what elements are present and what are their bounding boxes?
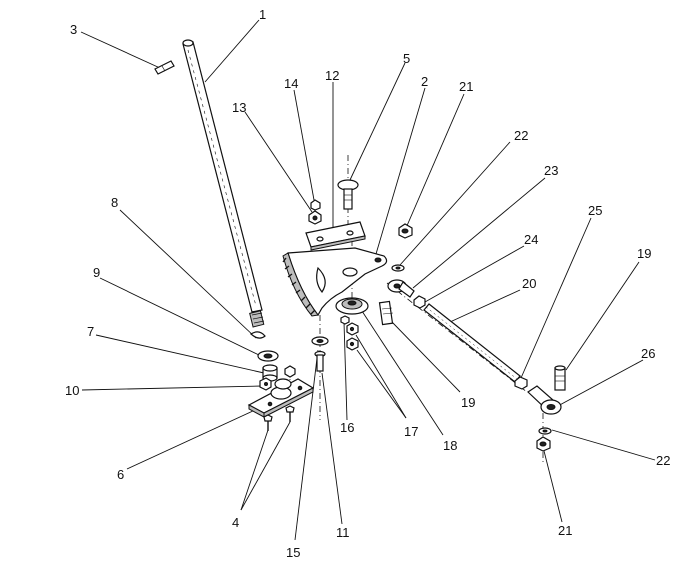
callout-24: 24	[524, 232, 538, 247]
stud-part-19-upper	[378, 300, 394, 326]
callout-14: 14	[284, 76, 298, 91]
callout-16: 16	[340, 420, 354, 435]
callout-12: 12	[325, 68, 339, 83]
pin-part-3	[154, 60, 175, 75]
washer-part-15	[311, 336, 329, 346]
callout-6: 6	[117, 467, 124, 482]
callout-20: 20	[522, 276, 536, 291]
callout-10: 10	[65, 383, 79, 398]
callout-9: 9	[93, 265, 100, 280]
callout-8: 8	[111, 195, 118, 210]
washer-part-22-lower	[538, 427, 552, 435]
clip-part-8	[249, 331, 266, 339]
nut-part-13	[308, 210, 322, 225]
shaft-part-1	[182, 39, 265, 328]
bolts-part-4	[263, 405, 295, 431]
rod-end-part-26	[527, 385, 562, 415]
nuts-part-17	[346, 322, 359, 351]
callout-labels: 1 3 5 12 14 2 21 13 22 23 8 25 24 19 9 2…	[65, 7, 670, 560]
bushing-part-7	[262, 364, 278, 382]
callout-21: 21	[459, 79, 473, 94]
callout-4: 4	[232, 515, 239, 530]
washer-part-9	[257, 350, 279, 362]
callout-22: 22	[656, 453, 670, 468]
bolt-part-11	[314, 350, 326, 372]
callout-11: 11	[336, 525, 350, 540]
callout-5: 5	[403, 51, 410, 66]
gear-sector-part-2	[282, 247, 388, 317]
stud-part-19-lower	[554, 365, 566, 391]
rod-end-part-23	[387, 279, 415, 298]
bracket-plate-part-6	[247, 378, 315, 418]
nut-part-10	[259, 365, 296, 391]
callout-23: 23	[544, 163, 558, 178]
tie-rod-part-20	[423, 303, 521, 383]
nut-part-14	[310, 199, 321, 211]
callout-13: 13	[232, 100, 246, 115]
nut-part-21-upper	[398, 223, 413, 239]
callout-18: 18	[443, 438, 457, 453]
callout-15: 15	[286, 545, 300, 560]
leader-lines	[80, 19, 656, 541]
nut-part-16	[340, 315, 350, 325]
callout-21: 21	[558, 523, 572, 538]
nut-part-21-lower	[536, 436, 551, 452]
callout-3: 3	[70, 22, 77, 37]
jam-nut-part-25	[514, 376, 528, 390]
callout-17: 17	[404, 424, 418, 439]
callout-19: 19	[461, 395, 475, 410]
callout-1: 1	[259, 7, 266, 22]
shaft-spline-end	[249, 310, 265, 328]
washer-part-22-upper	[391, 264, 405, 272]
jam-nut-part-24	[413, 295, 426, 309]
washer-part-18	[335, 297, 369, 315]
callout-7: 7	[87, 324, 94, 339]
callout-2: 2	[421, 74, 428, 89]
callout-25: 25	[588, 203, 602, 218]
callout-26: 26	[641, 346, 655, 361]
plate-part-12	[305, 221, 366, 251]
bolt-part-5	[337, 179, 359, 210]
callout-19: 19	[637, 246, 651, 261]
callout-22: 22	[514, 128, 528, 143]
